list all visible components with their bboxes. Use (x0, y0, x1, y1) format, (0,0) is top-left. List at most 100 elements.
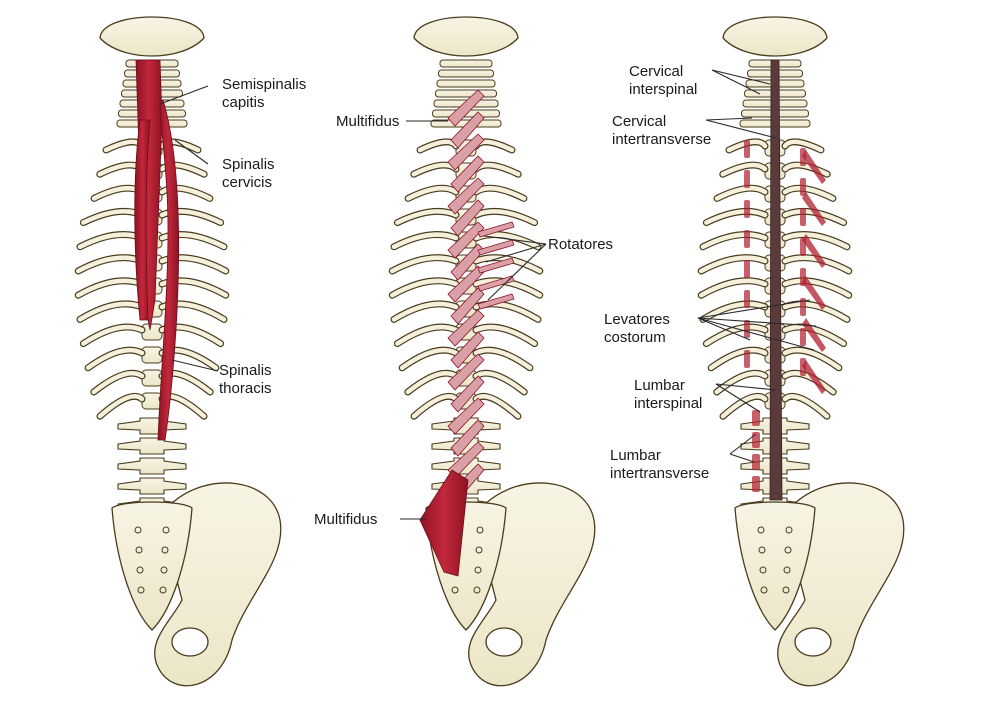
spine-skeleton-left (74, 16, 282, 687)
rib (782, 255, 852, 274)
sacral-foramen (757, 526, 765, 534)
sacrum (111, 501, 193, 631)
muscle-multifidus-slip (447, 89, 485, 127)
muscle-multifidus-slip (450, 199, 485, 237)
spine-skeleton-middle (388, 16, 596, 687)
muscle-rotatores (477, 239, 515, 256)
rib (159, 185, 213, 201)
muscle-lumbar-intertransverse (752, 454, 760, 470)
skull-base (722, 16, 828, 57)
leader-line (729, 433, 757, 455)
rib (391, 301, 459, 322)
lumbar-vertebra (117, 437, 187, 455)
leader-line (485, 243, 547, 263)
thoracic-vertebra (141, 323, 163, 341)
rib (159, 209, 223, 225)
leader-line (729, 453, 755, 463)
sacral-foramen (476, 526, 484, 534)
sacral-foramen (162, 526, 170, 534)
leader-line (697, 317, 817, 327)
rib (405, 370, 459, 395)
muscle-multifidus-slip (450, 111, 485, 149)
sacral-foramen (784, 546, 792, 554)
rib (411, 394, 459, 419)
cervical-vertebra (436, 79, 496, 88)
rib (159, 255, 229, 274)
leader-line (711, 69, 771, 85)
sacral-foramen (785, 526, 793, 534)
muscle-levatores-costorum (802, 318, 826, 352)
sacral-foramen (160, 566, 168, 574)
label-rotatores: Rotatores (548, 236, 614, 253)
rib (782, 301, 850, 322)
lumbar-vertebra (117, 477, 187, 495)
label-multifidus-lower: Multifidus (314, 511, 378, 528)
rib (473, 324, 537, 346)
muscle-multifidus-slip (447, 397, 485, 435)
rib (159, 232, 227, 250)
rib (81, 209, 145, 225)
muscle-multifidus-slip (450, 419, 485, 457)
rib (473, 347, 533, 371)
muscle-lumbar-intertransverse (752, 476, 760, 492)
sacral-foramen (137, 586, 145, 594)
muscle-intertransversarii (800, 178, 806, 196)
rib (97, 394, 145, 419)
leader-line (711, 69, 761, 95)
muscle-intertransversarii (744, 290, 750, 308)
muscle-lumbar-intertransverse (752, 410, 760, 426)
sacral-foramen (758, 546, 766, 554)
muscle-multifidus-slip (447, 309, 485, 347)
rib (395, 324, 459, 346)
rib (405, 185, 459, 201)
sacral-foramen (759, 566, 767, 574)
thoracic-vertebra (141, 369, 163, 387)
rib (704, 209, 768, 225)
sacral-foramen (473, 586, 481, 594)
muscle-multifidus-slip (447, 133, 485, 171)
rib (708, 347, 768, 371)
muscle-multifidus-slip (450, 375, 485, 413)
rib (85, 347, 145, 371)
thoracic-vertebra (141, 346, 163, 364)
muscle-rotatores (477, 257, 515, 274)
cervical-vertebra (439, 59, 493, 68)
leader-line (174, 139, 209, 165)
muscle-intertransversarii (744, 320, 750, 338)
rib (700, 232, 768, 250)
lumbar-vertebra (117, 457, 187, 475)
leader-line (715, 383, 777, 391)
skull-base (413, 16, 519, 57)
muscle-intertransversarii (800, 298, 806, 316)
rib (473, 185, 527, 201)
muscle-intertransversarii (744, 350, 750, 368)
cervical-vertebra (438, 69, 494, 78)
muscle-intertransversarii (744, 230, 750, 248)
muscle-intertransversarii (744, 260, 750, 278)
rib (782, 232, 850, 250)
rib (704, 324, 768, 346)
sacral-foramen (475, 546, 483, 554)
spine-skeleton-right (697, 16, 905, 687)
rib (698, 278, 768, 298)
muscle-intertransversarii (800, 328, 806, 346)
leader-line (487, 243, 547, 301)
muscle-spinalis-cervicis (134, 119, 151, 321)
rib (473, 255, 543, 274)
obturator-foramen (485, 627, 523, 657)
rib (389, 255, 459, 274)
muscle-rotatores (477, 293, 515, 310)
sacral-foramen (135, 546, 143, 554)
sacral-foramen (782, 586, 790, 594)
rib (782, 347, 842, 371)
muscle-multifidus-lumbar (419, 469, 469, 577)
rib (391, 232, 459, 250)
muscle-rotatores (477, 221, 515, 238)
